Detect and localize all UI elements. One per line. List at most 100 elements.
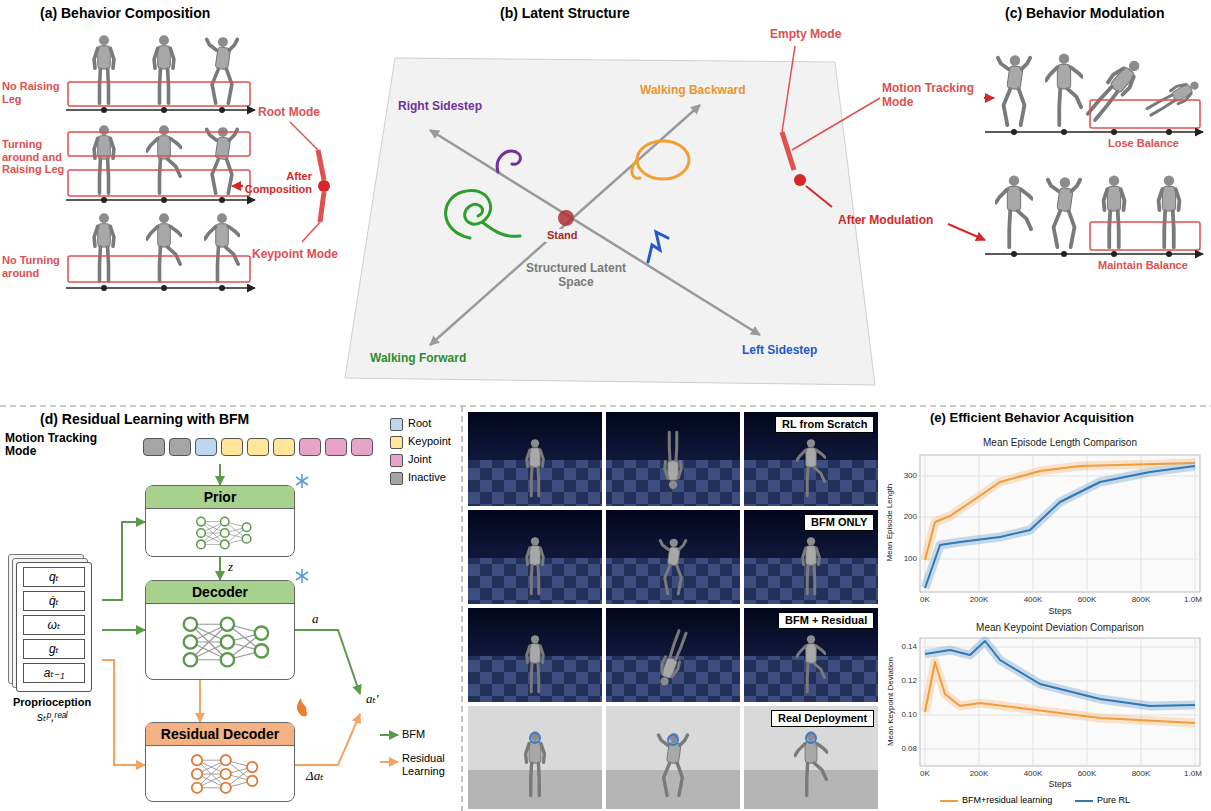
robot-figure	[527, 537, 544, 594]
robot-figure	[655, 629, 690, 688]
curve	[925, 463, 1195, 560]
highlight-box	[68, 132, 250, 156]
legend-text: Pure RL	[1097, 795, 1130, 805]
legend-text: Keypoint	[408, 435, 451, 448]
network-icon	[220, 529, 229, 538]
robot-accent	[530, 733, 816, 745]
panel-title: (e) Efficient Behavior Acquisition	[930, 411, 1134, 426]
tick-label: 800K	[1132, 769, 1151, 778]
timeline-dot	[219, 285, 225, 291]
token	[195, 438, 217, 456]
curve	[925, 463, 1195, 723]
token	[247, 438, 269, 456]
latent-trajectory	[446, 141, 689, 262]
robot-figure	[797, 635, 826, 692]
timeline-dot	[101, 197, 107, 203]
legend-swatch	[390, 436, 403, 449]
robot-figure	[527, 439, 544, 496]
input-stack: qₜq̇ₜωₜgₜaₜ₋₁	[16, 562, 92, 692]
panel-separator	[461, 406, 462, 811]
frozen-icon	[296, 474, 308, 583]
tick-label: 400K	[1024, 769, 1043, 778]
robot-figure	[795, 731, 827, 795]
edge-label: z	[228, 560, 233, 575]
curve	[925, 641, 1195, 706]
mode-pointer	[782, 132, 794, 170]
legend-text: Root	[408, 417, 431, 430]
space-name: Structured Latent Space	[526, 262, 626, 290]
network-icon	[197, 529, 206, 538]
mode-pointer	[290, 122, 318, 150]
timeline-dot	[161, 197, 167, 203]
mode-pointer	[782, 46, 795, 132]
panel-tag-text: Real Deployment	[778, 712, 867, 725]
token	[221, 438, 243, 456]
action-sum	[295, 630, 360, 765]
timeline	[66, 287, 255, 289]
curve-band	[925, 463, 1195, 723]
robot-figure	[803, 537, 820, 594]
legend-text: BFM	[402, 728, 425, 741]
tick-label: 1.0M	[1184, 595, 1202, 604]
panel-tag-text: BFM + Residual	[785, 614, 867, 627]
simulation-frame	[606, 510, 740, 604]
robot-figure	[665, 432, 682, 489]
chart-title: Mean Keypoint Deviation Comparison	[976, 622, 1144, 634]
modulation-figures	[1145, 76, 1202, 119]
panel-tag-text: RL from Scratch	[782, 418, 867, 431]
latent-axis	[430, 105, 700, 345]
network-icon	[146, 609, 294, 675]
direction-name: Left Sidestep	[742, 344, 817, 358]
composition-figures	[207, 127, 238, 193]
mode-pointer	[984, 97, 994, 99]
curve-band	[925, 466, 1195, 588]
latent-axis	[430, 130, 760, 335]
direction-name: Walking Forward	[370, 352, 466, 366]
network-icon	[221, 618, 234, 631]
tick-label: 1.0M	[1184, 769, 1202, 778]
tick-label: 200K	[970, 769, 989, 778]
token-sequence: Motion Tracking Mode	[5, 430, 383, 464]
connector	[102, 629, 145, 631]
network-icon	[242, 523, 251, 532]
axis-title: Mean Keypoint Deviation	[885, 658, 894, 747]
latent-trajectory	[648, 232, 668, 262]
grid-line	[1087, 638, 1088, 766]
mode-name: Empty Mode	[770, 28, 841, 42]
real-photo	[744, 706, 878, 809]
mode-pointer	[232, 185, 243, 187]
timeline	[66, 110, 255, 288]
latent-trajectory	[632, 160, 640, 178]
network-icon	[221, 653, 234, 666]
annotation: No Raising Leg	[2, 80, 64, 105]
timeline-dot	[219, 197, 225, 203]
panel-separator	[0, 405, 1211, 406]
token	[143, 438, 165, 456]
panel-separator	[0, 406, 1211, 811]
tick-label: 0.12	[901, 676, 917, 685]
state-symbol: ωₜ	[23, 615, 85, 635]
grid-line	[920, 455, 1200, 766]
panel-tag: BFM ONLY	[804, 514, 874, 531]
simulation-frame	[606, 412, 740, 506]
annotation: After Modulation	[838, 214, 933, 228]
tick-label: 600K	[1078, 769, 1097, 778]
composition-figures	[207, 37, 238, 103]
math-symbol: aₜ'	[366, 692, 379, 707]
legend-swatch	[390, 472, 403, 485]
token	[273, 438, 295, 456]
connector	[199, 680, 201, 722]
panel-title: (d) Residual Learning with BFM	[40, 411, 249, 427]
mode-pointer	[320, 192, 324, 222]
composition-figures	[94, 125, 114, 193]
connector	[219, 557, 221, 580]
panel-tag-text: BFM ONLY	[811, 516, 867, 529]
modulated-point	[794, 174, 806, 186]
annotation: No Turning around	[2, 254, 66, 279]
robot-figure	[797, 439, 826, 496]
robot-figure	[660, 539, 686, 594]
timeline-dot	[1061, 251, 1067, 257]
simulation-frame	[468, 510, 602, 604]
modulation-figures	[1048, 177, 1080, 247]
annotation: Maintain Balance	[1098, 259, 1188, 272]
